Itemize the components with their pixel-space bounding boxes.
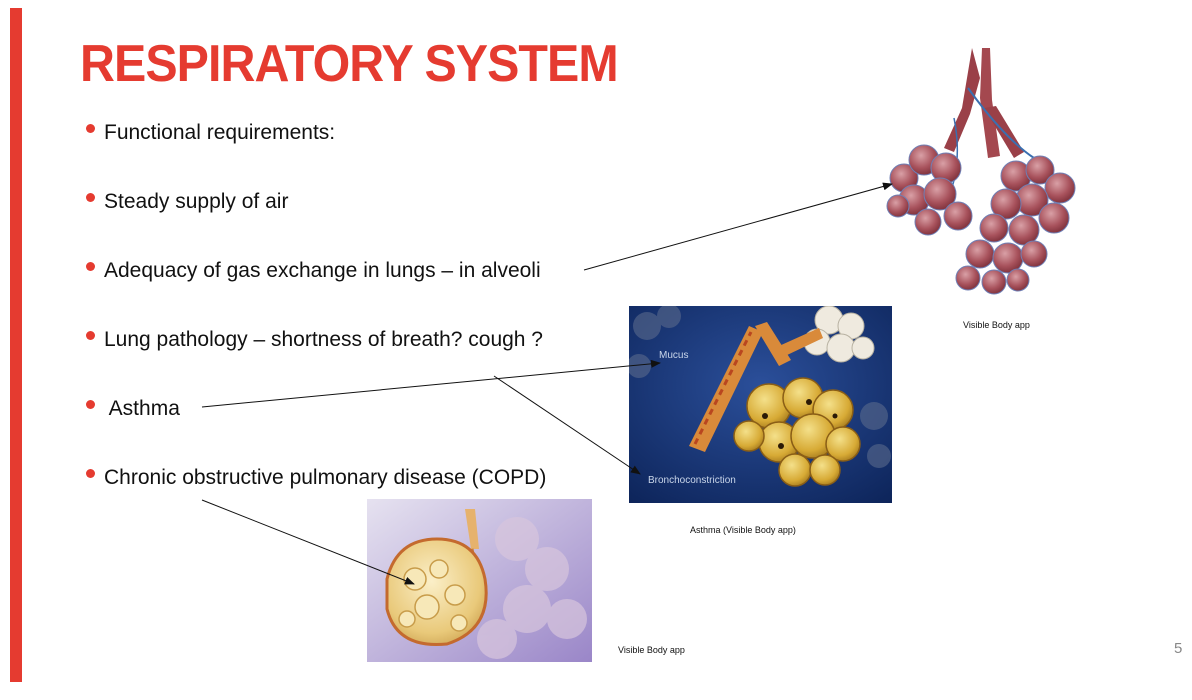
bullet-item: Chronic obstructive pulmonary disease (C… [84,457,546,526]
page-number: 5 [1174,640,1183,657]
bullet-item: Functional requirements: [84,112,546,181]
mucus-label: Mucus [659,350,689,361]
bullet-text: Lung pathology – shortness of breath? co… [104,328,543,351]
bullet-dot-icon [86,469,95,478]
slide-title: RESPIRATORY SYSTEM [80,35,619,93]
bullet-item: Adequacy of gas exchange in lungs – in a… [84,250,546,319]
bronchoconstriction-label: Bronchoconstriction [648,475,736,486]
bullet-dot-icon [86,400,95,409]
alveoli-caption: Visible Body app [963,320,1030,330]
bullet-list: Functional requirements: Steady supply o… [84,112,546,526]
bullet-text: Steady supply of air [104,190,289,213]
accent-bar [10,8,22,682]
bullet-dot-icon [86,331,95,340]
bullet-dot-icon [86,193,95,202]
bullet-text: Chronic obstructive pulmonary disease (C… [104,466,547,489]
bullet-item: Steady supply of air [84,181,546,250]
bullet-item: Lung pathology – shortness of breath? co… [84,319,546,388]
bullet-text: Functional requirements: [104,121,336,144]
bullet-text: Asthma [104,397,180,420]
bullet-item: Asthma [84,388,546,457]
arrow-alveoli [583,182,893,271]
bullet-dot-icon [86,124,95,133]
bullet-text: Adequacy of gas exchange in lungs – in a… [104,259,541,282]
asthma-illustration [629,306,892,503]
copd-illustration [367,499,592,662]
copd-caption: Visible Body app [618,645,685,655]
asthma-caption: Asthma (Visible Body app) [690,525,796,535]
bullet-dot-icon [86,262,95,271]
alveoli-illustration [884,48,1084,298]
